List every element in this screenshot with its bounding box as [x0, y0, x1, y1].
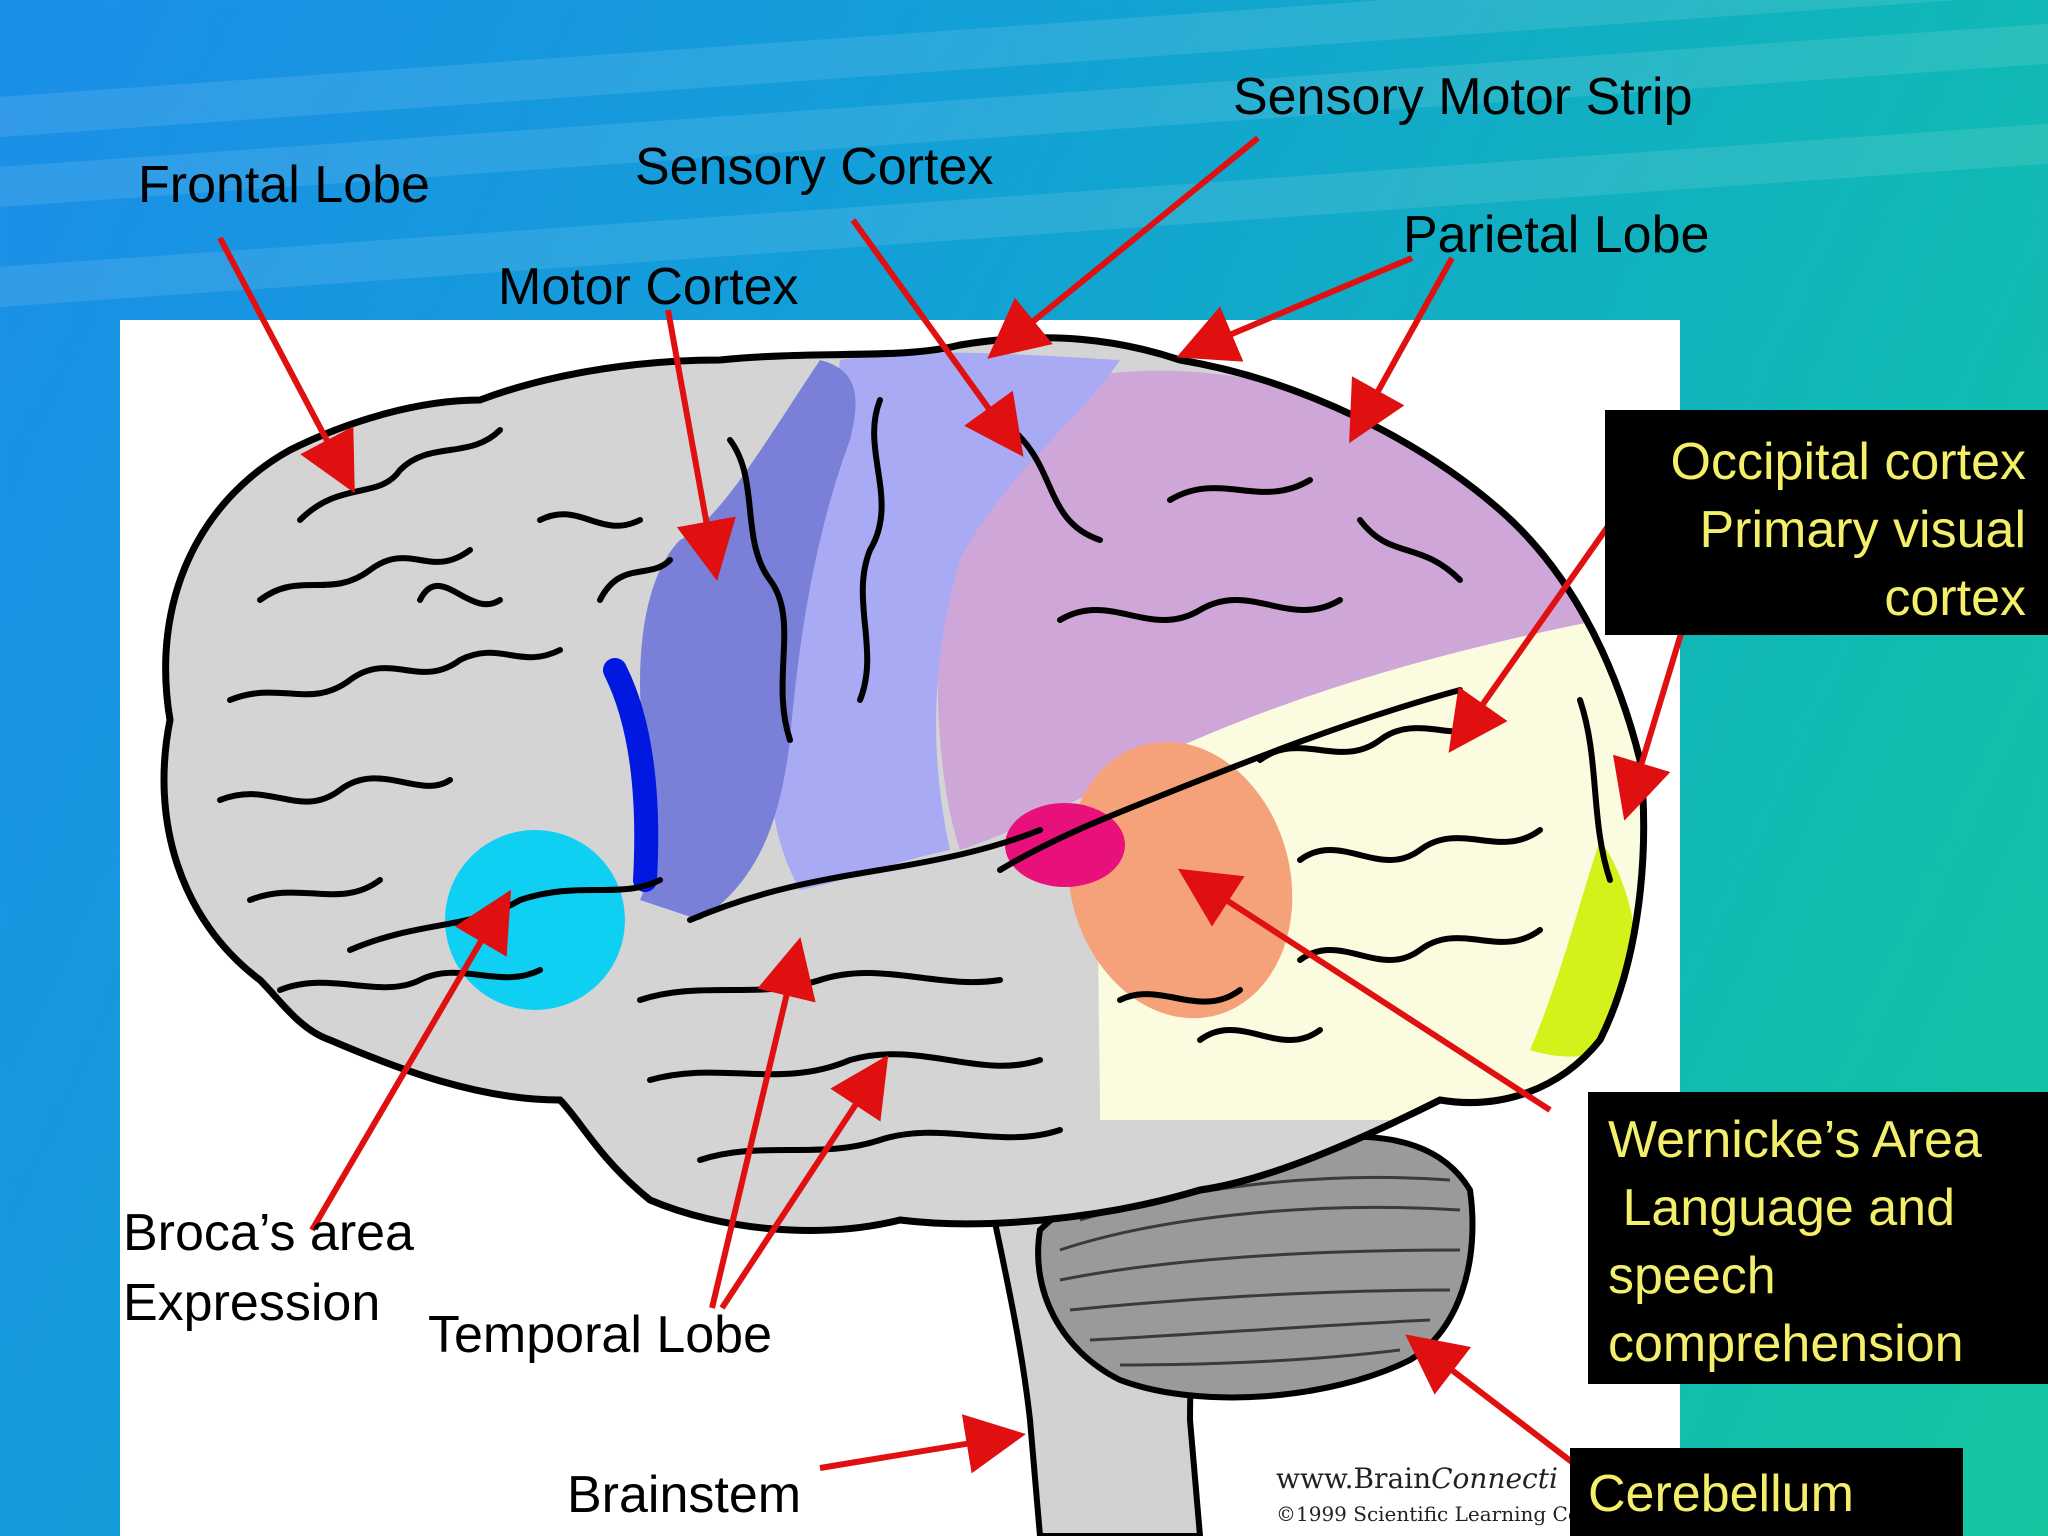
credit-brain: www.Brain — [1276, 1462, 1432, 1495]
arrow-cerebellum — [1405, 1334, 1600, 1485]
arrow-motor-cortex — [665, 309, 736, 581]
arrow-temporal-lobe-1 — [709, 937, 816, 1309]
credit-line-1: www.BrainConnecti — [1276, 1462, 1558, 1495]
arrow-sensory-cortex — [850, 218, 1024, 457]
occipital-line-3: cortex — [1884, 569, 2026, 627]
label-temporal-lobe: Temporal Lobe — [428, 1306, 772, 1364]
wernicke-line-3: speech — [1608, 1247, 1776, 1305]
label-parietal-lobe: Parietal Lobe — [1403, 206, 1710, 264]
arrow-temporal-lobe-2 — [719, 1054, 889, 1310]
label-sensory-cortex: Sensory Cortex — [635, 138, 994, 196]
cerebellum-caption-box: Cerebellum — [1570, 1448, 1963, 1536]
label-frontal-lobe: Frontal Lobe — [138, 156, 430, 214]
label-broca-area: Broca’s area Expression — [123, 1198, 414, 1338]
label-motor-cortex: Motor Cortex — [498, 258, 799, 316]
occipital-line-2: Primary visual — [1699, 501, 2027, 559]
sensory-cortex-region — [770, 352, 1120, 890]
label-broca-line2: Expression — [123, 1274, 381, 1332]
wernicke-line-2: Language and — [1608, 1179, 1956, 1237]
credit-connection: Connecti — [1431, 1462, 1558, 1495]
arrow-frontal-lobe — [217, 236, 355, 494]
central-sulcus-mark — [603, 658, 659, 892]
cerebellum-label: Cerebellum — [1588, 1465, 1854, 1523]
wernicke-line-1: Wernicke’s Area — [1608, 1111, 1982, 1169]
cerebrum-outline — [160, 334, 1648, 1234]
wernicke-line-4: comprehension — [1608, 1315, 1964, 1373]
parietal-lobe-region — [937, 370, 1600, 850]
arrow-sensory-motor-strip — [987, 135, 1260, 359]
credit-line-2: ©1999 Scientific Learning Co — [1276, 1502, 1580, 1526]
label-broca-line1: Broca’s area — [123, 1204, 414, 1262]
motor-cortex-region — [640, 360, 856, 920]
arrow-parietal-lobe-1 — [1176, 255, 1414, 362]
arrow-wernicke — [1177, 868, 1552, 1113]
label-brainstem: Brainstem — [567, 1466, 802, 1524]
label-sensory-motor-strip: Sensory Motor Strip — [1233, 68, 1693, 126]
visual-cortex-region — [1530, 840, 1639, 1057]
occipital-line-1: Occipital cortex — [1670, 433, 2026, 491]
arrow-broca — [309, 889, 512, 1232]
arrow-brainstem — [819, 1414, 1026, 1474]
arrow-parietal-lobe-2 — [1349, 256, 1455, 444]
broca-region — [445, 830, 625, 1010]
occipital-caption-box: Occipital cortex Primary visual cortex — [1605, 410, 2048, 635]
wernicke-caption-box: Wernicke’s Area Language and speech comp… — [1588, 1092, 2048, 1384]
